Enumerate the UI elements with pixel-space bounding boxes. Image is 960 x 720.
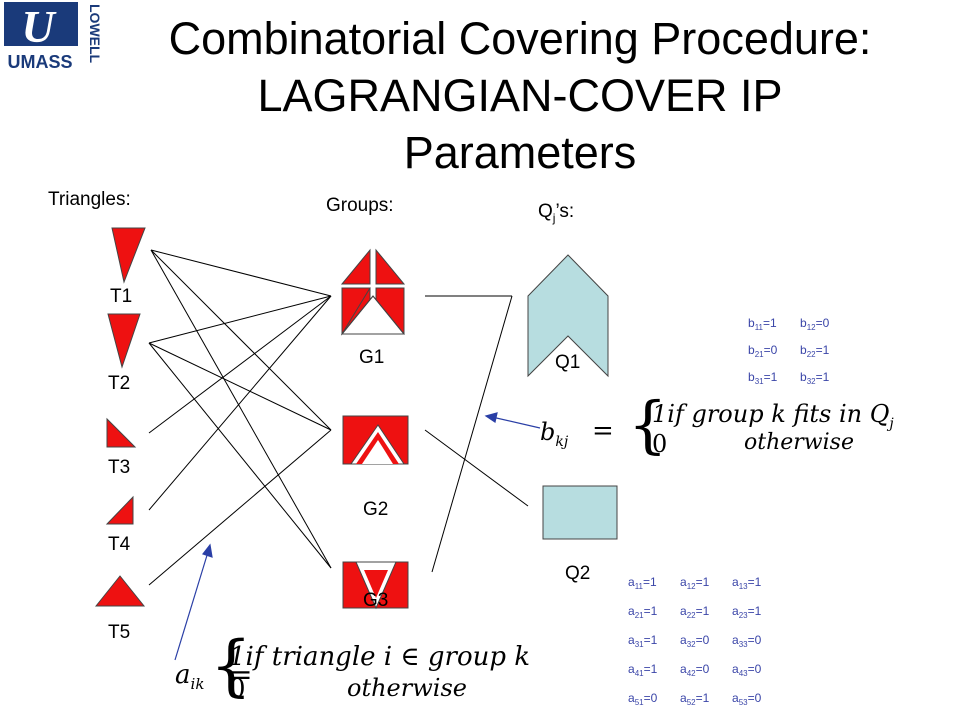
group-g3-shape xyxy=(342,561,409,610)
a-params-cell: a51=0 xyxy=(628,691,658,707)
title-line-3: Parameters xyxy=(403,127,637,178)
a-params-cell: a43=0 xyxy=(732,662,762,678)
q1-shape xyxy=(527,254,609,378)
slide-title: Combinatorial Covering Procedure: LAGRAN… xyxy=(110,10,930,181)
a-params-cell: a13=1 xyxy=(732,575,762,591)
a-ik-brace: { xyxy=(210,627,252,704)
arrow-b-to-diagram xyxy=(491,416,541,429)
a-ik-equation: aik = 1if triangle i ∈ group k 0 otherwi… xyxy=(175,642,531,704)
b-params-cell: b31=1 xyxy=(748,370,778,386)
a-params-cell: a22=1 xyxy=(680,604,710,620)
q2-shape xyxy=(542,485,618,540)
triangle-label-t5: T5 xyxy=(108,622,131,643)
arrow-a-to-diagram xyxy=(174,551,209,661)
group-g1-shape xyxy=(340,248,406,336)
triangle-label-t3: T3 xyxy=(108,457,131,478)
logo-vertical-text: LOWELL xyxy=(87,4,100,64)
q-label-q2: Q2 xyxy=(565,563,591,584)
b-params-cell: b12=0 xyxy=(800,316,830,332)
a-params-cell: a11=1 xyxy=(628,575,657,591)
b-params-cell: b32=1 xyxy=(800,370,830,386)
group-label-g2: G2 xyxy=(363,499,389,520)
logo-main-text: UMASS xyxy=(7,52,72,72)
group-label-g1: G1 xyxy=(359,347,385,368)
connection-lines xyxy=(148,249,529,586)
b-kj-equation: bkj = { 1if group k fits in Qj 0 otherwi… xyxy=(540,388,894,461)
triangle-t1-shape xyxy=(111,227,146,284)
triangle-t3-shape xyxy=(106,417,137,448)
a-params-cell: a12=1 xyxy=(680,575,710,591)
title-line-2: LAGRANGIAN-COVER IP xyxy=(257,70,783,121)
a-params-cell: a53=0 xyxy=(732,691,762,707)
logo-mark: U xyxy=(21,1,57,52)
a-params-cell: a33=0 xyxy=(732,633,762,649)
b-params-cell: b21=0 xyxy=(748,343,778,359)
a-params-cell: a21=1 xyxy=(628,604,658,620)
triangle-label-t1: T1 xyxy=(110,286,133,307)
qjs-header: Qj’s: xyxy=(538,201,575,225)
triangle-t5-shape xyxy=(94,575,146,607)
triangles-header: Triangles: xyxy=(48,189,131,210)
a-params-cell: a52=1 xyxy=(680,691,710,707)
q-label-q1: Q1 xyxy=(555,352,581,373)
group-g2-shape xyxy=(342,415,409,465)
a-params-cell: a42=0 xyxy=(680,662,710,678)
title-line-1: Combinatorial Covering Procedure: xyxy=(168,13,872,64)
groups-header: Groups: xyxy=(326,195,394,216)
triangle-t4-shape xyxy=(105,495,134,525)
umass-lowell-logo: U UMASS LOWELL xyxy=(4,1,100,72)
triangle-t2-shape xyxy=(107,313,141,369)
group-label-g3: G3 xyxy=(363,590,389,611)
b-params-cell: b11=1 xyxy=(748,316,777,332)
triangle-label-t4: T4 xyxy=(108,534,131,555)
triangle-label-t2: T2 xyxy=(108,373,131,394)
a-params-cell: a32=0 xyxy=(680,633,710,649)
b-params-cell: b22=1 xyxy=(800,343,830,359)
a-params-cell: a41=1 xyxy=(628,662,658,678)
a-params-cell: a23=1 xyxy=(732,604,762,620)
a-params-cell: a31=1 xyxy=(628,633,658,649)
